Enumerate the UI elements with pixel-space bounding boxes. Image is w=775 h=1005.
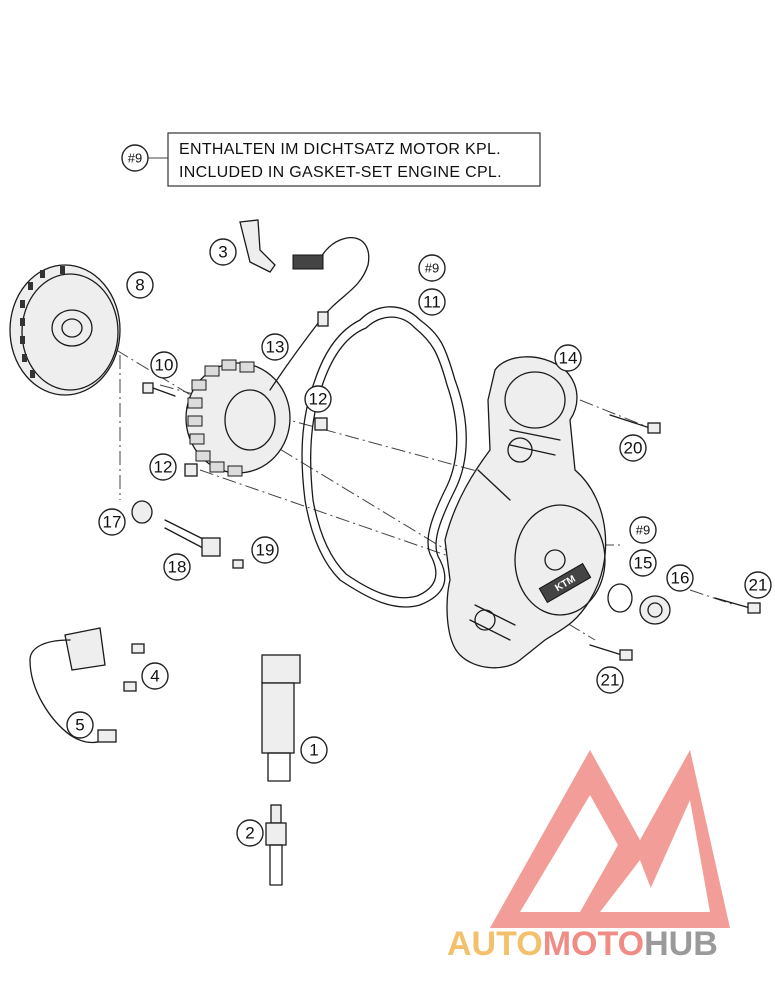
callout-label: #9 [636,523,650,538]
flywheel-rotor [9,264,121,396]
callout-label: 16 [671,569,690,588]
callout-9-oring: #9 [629,516,657,544]
screws [123,382,761,692]
watermark-word-auto: AUTO [447,925,543,963]
screw-20 [609,414,661,434]
callout-15: 15 [629,549,657,577]
callout-14: 14 [554,344,582,372]
crankshaft-sensor [29,627,117,744]
screw-21-upper [714,597,761,614]
stator-cable [269,237,370,391]
screw-19 [232,559,244,569]
callout-label: #9 [425,261,439,276]
callout-label: 3 [218,243,227,262]
callout-label: 11 [423,293,441,312]
callout-label: 18 [168,558,187,577]
callout-11: 11 [418,288,446,316]
watermark-text: AUTOMOTOHUB [447,925,718,963]
callout-16: 16 [666,564,694,592]
callout-12-upper: 12 [304,385,332,413]
callout-label: 13 [266,338,285,357]
cover-ribs [469,429,561,641]
callout-4: 4 [141,662,169,690]
callout-5: 5 [66,711,94,739]
callout-9-gasket: #9 [418,254,446,282]
callout-13: 13 [261,333,289,361]
bolt-18 [164,519,221,557]
cover-logo-badge: KTM [538,562,592,604]
callout-label: 10 [155,356,174,375]
note-line-german: ENTHALTEN IM DICHTSATZ MOTOR KPL. [179,141,501,158]
stator [185,359,291,477]
callout-label: 21 [601,671,620,690]
callout-label: 8 [135,276,144,295]
callout-label: 1 [309,741,318,760]
screw-21-lower [589,644,633,661]
callout-label: 21 [749,576,768,595]
ignition-coil [261,654,301,782]
cover-gasket [301,306,467,608]
o-ring [607,583,633,613]
watermark-logo [490,750,730,928]
spark-plug [265,804,287,886]
callout-18: 18 [163,553,191,581]
watermark-word-hub: HUB [644,925,718,963]
callout-label: 2 [245,824,254,843]
callout-10: 10 [150,351,178,379]
dowel-pin-lower [184,463,198,477]
callout-label: 5 [75,716,84,735]
callout-20: 20 [619,434,647,462]
callout-label: 12 [154,458,173,477]
callout-21-lower: 21 [596,666,624,694]
note-tag: #9 [128,151,142,166]
callout-label: 4 [150,667,159,686]
callout-8: 8 [126,271,154,299]
dowel-pin-upper [314,417,328,431]
screw-10 [142,382,176,397]
callout-label: 20 [624,439,643,458]
callout-1: 1 [300,736,328,764]
cable-clip [239,219,276,273]
callout-label: 12 [309,390,328,409]
callout-21-right: 21 [744,571,772,599]
washer [131,500,153,524]
callout-19: 19 [251,536,279,564]
callout-label: 14 [559,349,578,368]
callout-label: 17 [103,513,122,532]
callout-3: 3 [209,238,237,266]
screw-plug [639,595,671,625]
callout-12-lower: 12 [149,453,177,481]
callout-17: 17 [98,508,126,536]
callout-label: 19 [256,541,275,560]
note-line-english: INCLUDED IN GASKET-SET ENGINE CPL. [179,164,502,181]
watermark-word-moto: MOTO [543,925,644,963]
note-tag-callout: #9 [121,144,149,172]
callout-label: 15 [634,554,653,573]
screws-4 [123,643,145,692]
callout-2: 2 [236,819,264,847]
ignition-cover: KTM [444,356,607,669]
gasket-set-note: #9 ENTHALTEN IM DICHTSATZ MOTOR KPL. INC… [121,132,541,187]
